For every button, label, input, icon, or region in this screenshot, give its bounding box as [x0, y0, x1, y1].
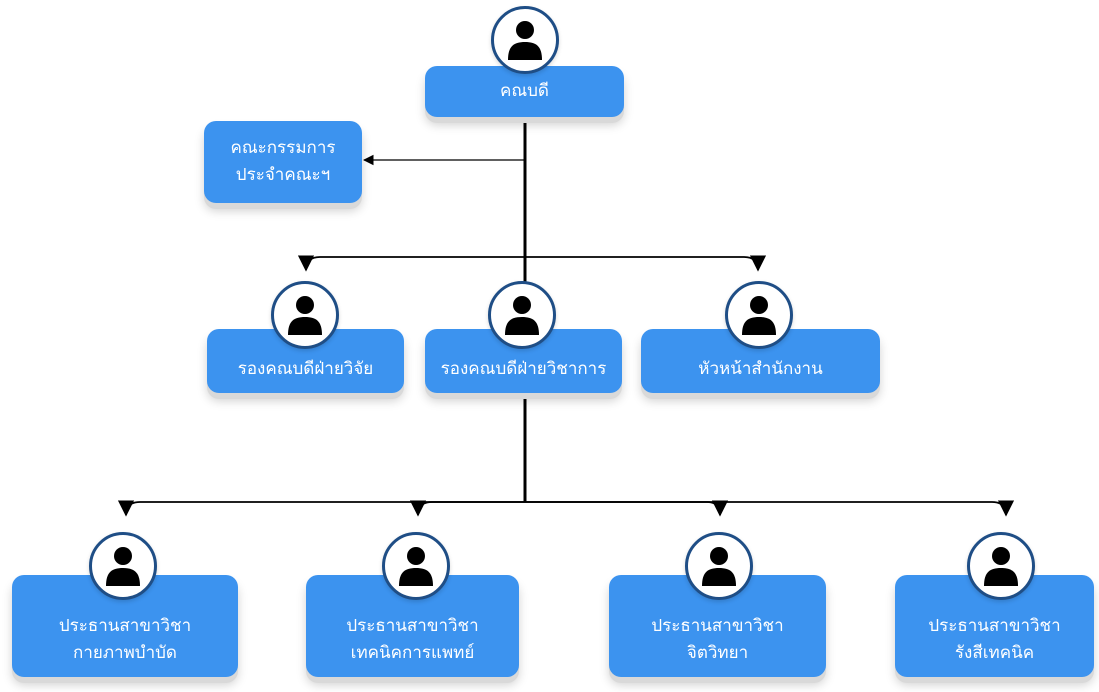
- program-box-psychology: ประธานสาขาวิชา จิตวิทยา: [609, 575, 826, 677]
- program-branch-4: [525, 500, 1015, 517]
- program-label-line1: ประธานสาขาวิชา: [928, 615, 1061, 636]
- program-label-line2: จิตวิทยา: [686, 642, 749, 663]
- office-head-label: หัวหน้าสำนักงาน: [698, 358, 823, 379]
- dean-label: คณบดี: [500, 80, 549, 101]
- committee-box: คณะกรรมการ ประจำคณะฯ: [204, 121, 362, 203]
- program-box-medical-technology: ประธานสาขาวิชา เทคนิคการแพทย์: [306, 575, 519, 677]
- person-icon: [967, 532, 1035, 600]
- person-icon: [271, 281, 339, 349]
- program-branch-1: [117, 500, 525, 517]
- program-label-line1: ประธานสาขาวิชา: [58, 615, 192, 636]
- dean-box: คณบดี: [425, 66, 624, 117]
- person-icon: [89, 532, 157, 600]
- person-icon: [725, 281, 793, 349]
- office-branch-line: [525, 255, 767, 272]
- deputy-branch-line: [297, 255, 525, 272]
- program-branch-2: [409, 500, 525, 517]
- person-icon: [382, 532, 450, 600]
- program-label-line2: รังสีเทคนิค: [954, 642, 1035, 663]
- committee-label-line1: คณะกรรมการ: [230, 137, 336, 158]
- deputy-academic-label: รองคณบดีฝ่ายวิชาการ: [440, 358, 607, 379]
- person-icon: [685, 532, 753, 600]
- program-label-line1: ประธานสาขาวิชา: [346, 615, 479, 636]
- person-icon: [488, 281, 556, 349]
- program-label-line2: กายภาพบำบัด: [73, 642, 177, 663]
- person-icon: [491, 6, 559, 74]
- program-label-line1: ประธานสาขาวิชา: [651, 615, 784, 636]
- program-label-line2: เทคนิคการแพทย์: [350, 642, 475, 663]
- committee-label-line2: ประจำคณะฯ: [235, 165, 331, 185]
- deputy-research-label: รองคณบดีฝ่ายวิจัย: [237, 358, 374, 379]
- program-branch-3: [525, 500, 729, 517]
